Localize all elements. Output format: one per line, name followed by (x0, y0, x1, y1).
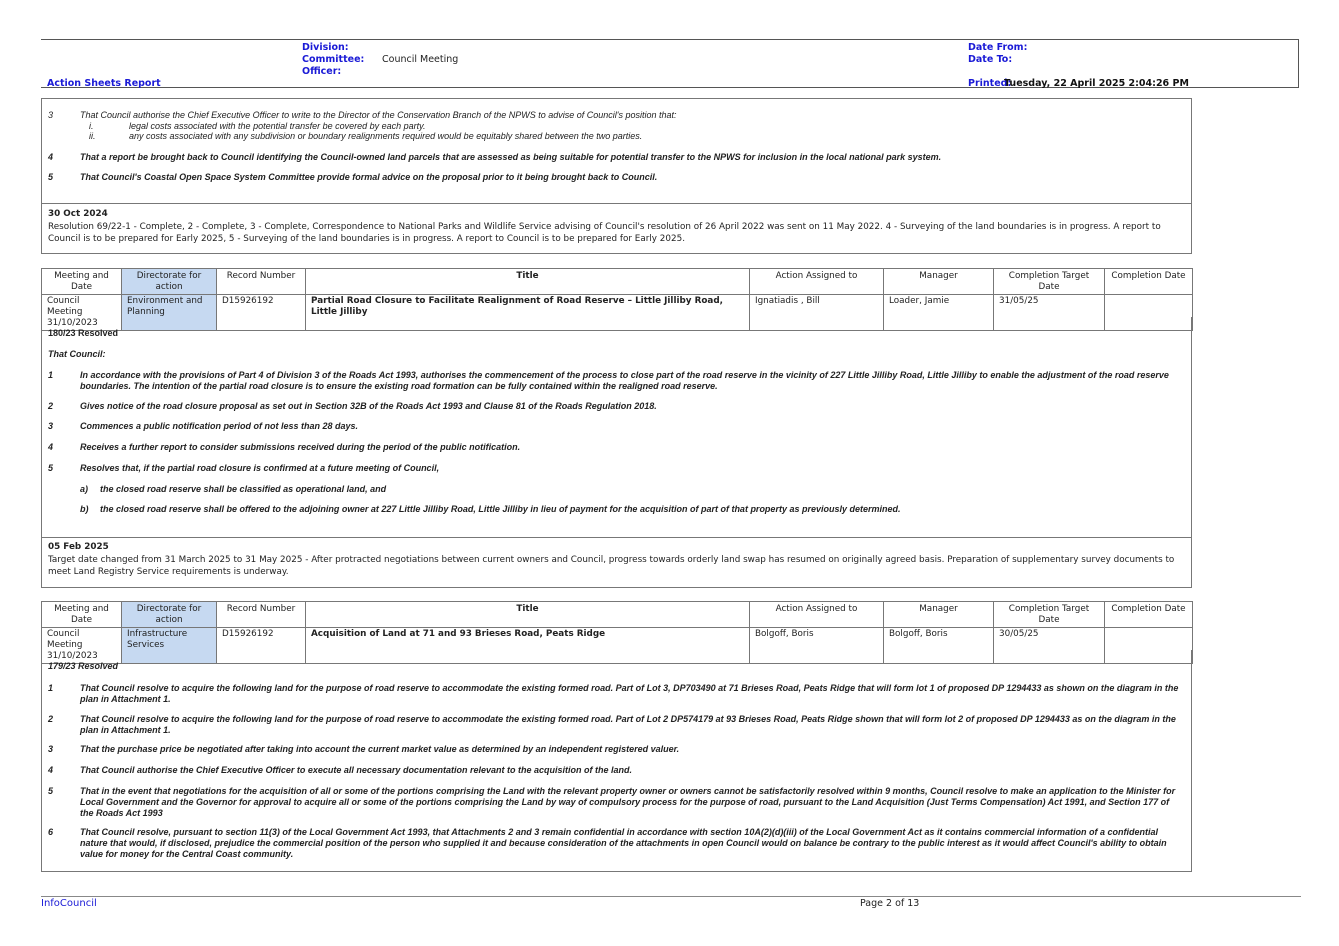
resolution-subitem-b: the closed road reserve shall be offered… (100, 504, 901, 514)
resolution-item-4: Receives a further report to consider su… (80, 442, 521, 452)
cell-assigned: Bolgoff, Boris (749, 627, 884, 664)
note-box-1: 05 Feb 2025 Target date changed from 31 … (41, 537, 1192, 588)
note-text: Target date changed from 31 March 2025 t… (48, 555, 1175, 577)
cell-manager: Loader, Jamie (883, 294, 994, 331)
date-from-label: Date From: (968, 42, 1028, 53)
date-to-label: Date To: (968, 54, 1013, 65)
prev-note-box: 30 Oct 2024 Resolution 69/22-1 - Complet… (41, 203, 1192, 254)
note-text: Resolution 69/22-1 - Complete, 2 - Compl… (48, 222, 1161, 244)
footer-divider (41, 896, 1301, 897)
col-manager: Manager (883, 601, 994, 628)
col-assigned: Action Assigned to (749, 601, 884, 628)
col-directorate: Directorate for action (121, 268, 217, 295)
cell-directorate: Infrastructure Services (121, 627, 217, 664)
resolution-item-5: That in the event that negotiations for … (80, 786, 1176, 818)
resolution-item-4: That Council authorise the Chief Executi… (80, 765, 632, 775)
cell-target: 30/05/25 (993, 627, 1105, 664)
col-completion: Completion Date (1104, 601, 1193, 628)
resolution-box-2: 179/23 Resolved 1 That Council resolve t… (41, 650, 1192, 872)
col-title: Title (305, 601, 750, 628)
col-record: Record Number (216, 268, 306, 295)
cell-completion (1104, 294, 1193, 331)
table-header-row: Meeting and Date Directorate for action … (41, 601, 1193, 628)
col-assigned: Action Assigned to (749, 268, 884, 295)
resolution-item-5: Resolves that, if the partial road closu… (80, 463, 440, 473)
resolution-item-6: That Council resolve, pursuant to sectio… (80, 827, 1167, 859)
officer-label: Officer: (302, 66, 342, 77)
action-table-1: Meeting and Date Directorate for action … (41, 268, 1193, 331)
cell-record: D15926192 (216, 294, 306, 331)
cell-assigned: Ignatiadis , Bill (749, 294, 884, 331)
prev-item-4: That a report be brought back to Council… (80, 152, 942, 162)
cell-title: Partial Road Closure to Facilitate Reali… (305, 294, 750, 331)
cell-target: 31/05/25 (993, 294, 1105, 331)
col-meeting: Meeting and Date (41, 601, 122, 628)
cell-manager: Bolgoff, Boris (883, 627, 994, 664)
col-target: Completion Target Date (993, 601, 1105, 628)
resolution-item-1: In accordance with the provisions of Par… (80, 370, 1169, 391)
prev-subitem-ii: any costs associated with any subdivisio… (129, 131, 643, 141)
resolution-box-1: 180/23 Resolved That Council: 1 In accor… (41, 317, 1192, 538)
action-table-2: Meeting and Date Directorate for action … (41, 601, 1193, 664)
prev-item-5: That Council's Coastal Open Space System… (80, 172, 658, 182)
resolution-item-2: That Council resolve to acquire the foll… (80, 714, 1176, 735)
col-completion: Completion Date (1104, 268, 1193, 295)
cell-record: D15926192 (216, 627, 306, 664)
prev-subitem-i: legal costs associated with the potentia… (129, 121, 426, 131)
printed-value: Tuesday, 22 April 2025 2:04:26 PM (1004, 78, 1189, 89)
resolved-heading: 179/23 Resolved (48, 661, 119, 671)
resolution-item-2: Gives notice of the road closure proposa… (80, 401, 657, 411)
resolution-subitem-a: the closed road reserve shall be classif… (100, 484, 387, 494)
report-title: Action Sheets Report (47, 78, 161, 89)
committee-value: Council Meeting (382, 54, 459, 65)
table-row: Council Meeting 31/10/2023 Environment a… (41, 294, 1193, 331)
resolution-item-3: Commences a public notification period o… (80, 421, 359, 431)
note-date: 30 Oct 2024 (48, 209, 108, 219)
cell-title: Acquisition of Land at 71 and 93 Brieses… (305, 627, 750, 664)
resolution-item-3: That the purchase price be negotiated af… (80, 744, 680, 754)
note-date: 05 Feb 2025 (48, 542, 109, 552)
resolved-heading: 180/23 Resolved (48, 328, 119, 338)
committee-label: Committee: (302, 54, 365, 65)
division-label: Division: (302, 42, 349, 53)
table-header-row: Meeting and Date Directorate for action … (41, 268, 1193, 295)
report-header: Division: Committee: Council Meeting Off… (41, 39, 1299, 89)
table-row: Council Meeting 31/10/2023 Infrastructur… (41, 627, 1193, 664)
col-manager: Manager (883, 268, 994, 295)
prev-resolution-box: 3 That Council authorise the Chief Execu… (41, 98, 1192, 204)
page-number: Page 2 of 13 (860, 898, 920, 909)
col-target: Completion Target Date (993, 268, 1105, 295)
col-meeting: Meeting and Date (41, 268, 122, 295)
col-directorate: Directorate for action (121, 601, 217, 628)
cell-meeting: Council Meeting 31/10/2023 (41, 294, 122, 331)
col-record: Record Number (216, 601, 306, 628)
cell-meeting: Council Meeting 31/10/2023 (41, 627, 122, 664)
resolution-intro: That Council: (48, 349, 106, 359)
prev-item-3: That Council authorise the Chief Executi… (80, 110, 677, 120)
footer-brand: InfoCouncil (41, 898, 97, 909)
resolution-item-1: That Council resolve to acquire the foll… (80, 683, 1179, 704)
cell-completion (1104, 627, 1193, 664)
printed-label: Printed: (968, 78, 1012, 89)
cell-directorate: Environment and Planning (121, 294, 217, 331)
col-title: Title (305, 268, 750, 295)
